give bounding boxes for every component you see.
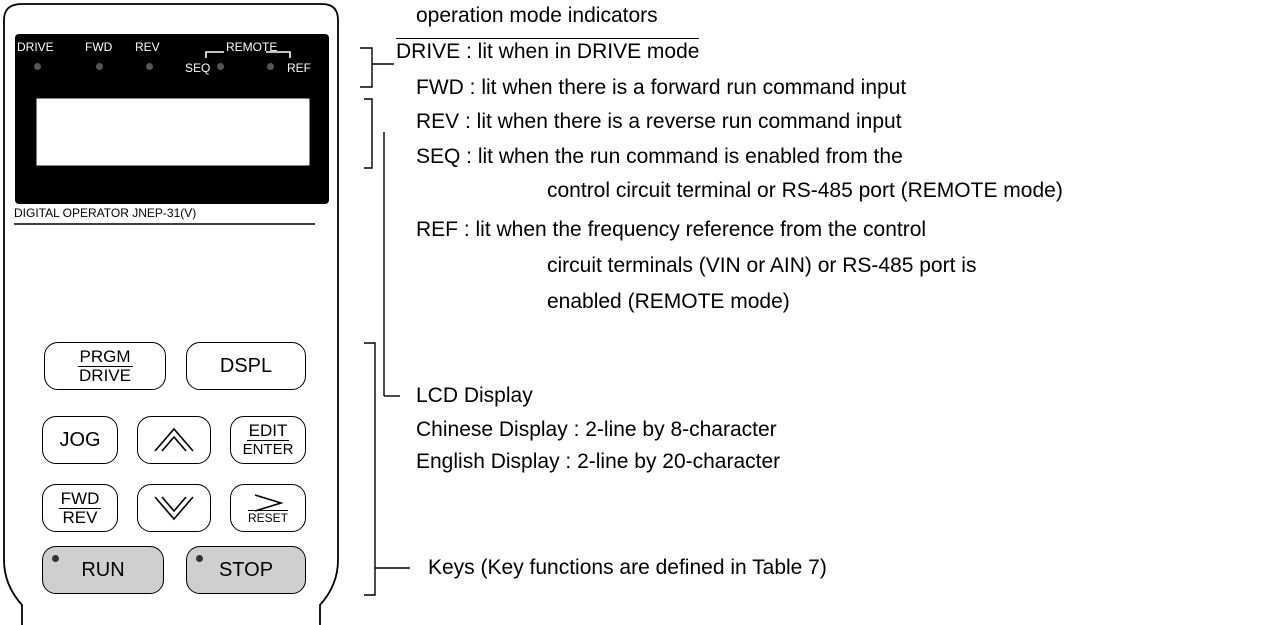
annotation-lcd-chinese: Chinese Display : 2-line by 8-character: [416, 418, 777, 441]
rev-key-label: REV: [62, 507, 98, 527]
indicator-drive-label: DRIVE: [17, 40, 54, 54]
edit-label: EDIT: [246, 420, 290, 441]
seq-led: [217, 63, 224, 70]
prgm-label: PRGM: [77, 346, 133, 367]
fwd-key-label: FWD: [58, 488, 102, 509]
enter-label: ENTER: [242, 440, 294, 458]
annotation-rev: REV : lit when there is a reverse run co…: [416, 110, 902, 133]
remote-bracket: [205, 51, 291, 58]
annotation-lcd-english: English Display : 2-line by 20-character: [416, 450, 781, 473]
up-arrow-icon: [154, 427, 194, 452]
jog-label: JOG: [59, 428, 101, 451]
annotation-seq-1: SEQ : lit when the run command is enable…: [416, 145, 903, 168]
dspl-key[interactable]: DSPL: [186, 342, 306, 390]
annotation-keys: Keys (Key functions are defined in Table…: [428, 556, 827, 579]
annotation-ref-1: REF : lit when the frequency reference f…: [416, 218, 927, 241]
operator-outline: [3, 3, 339, 625]
model-label: DIGITAL OPERATOR JNEP-31(V): [14, 206, 197, 220]
annotation-fwd: FWD : lit when there is a forward run co…: [416, 76, 907, 99]
indicator-ref-label: REF: [287, 61, 311, 75]
ref-led: [267, 63, 274, 70]
up-key[interactable]: [137, 416, 211, 464]
run-label: RUN: [81, 558, 125, 581]
run-led: [52, 555, 59, 562]
fwd-led: [96, 63, 103, 70]
shift-arrow-icon: [254, 494, 284, 512]
down-key[interactable]: [137, 484, 211, 532]
reset-label: RESET: [247, 511, 288, 525]
lcd-bracket: [364, 98, 373, 169]
annotation-heading: operation mode indicators: [416, 4, 658, 27]
rev-led: [146, 63, 153, 70]
annotation-lcd-title: LCD Display: [416, 384, 533, 407]
jog-key[interactable]: JOG: [42, 416, 118, 464]
indicator-rev-label: REV: [135, 40, 160, 54]
drive-led: [34, 63, 41, 70]
annotation-drive: DRIVE : lit when in DRIVE mode: [396, 38, 700, 63]
indicator-seq-label: SEQ: [185, 61, 211, 75]
stop-key[interactable]: STOP: [186, 546, 306, 594]
dspl-label: DSPL: [219, 354, 273, 377]
drive-label: DRIVE: [79, 365, 131, 385]
indicator-remote-label: REMOTE: [226, 40, 278, 54]
keys-bracket: [364, 342, 376, 596]
annotation-ref-2: circuit terminals (VIN or AIN) or RS-485…: [547, 254, 977, 277]
down-arrow-icon: [154, 496, 194, 521]
indicator-fwd-label: FWD: [85, 40, 113, 54]
lcd-screen: [35, 97, 311, 167]
shift-reset-key[interactable]: RESET: [230, 484, 306, 532]
indicator-bracket: [360, 47, 394, 88]
annotation-ref-3: enabled (REMOTE mode): [547, 290, 790, 313]
stop-label: STOP: [218, 558, 274, 581]
stop-led: [196, 555, 203, 562]
run-key[interactable]: RUN: [42, 546, 164, 594]
annotation-seq-2: control circuit terminal or RS-485 port …: [547, 179, 1063, 202]
